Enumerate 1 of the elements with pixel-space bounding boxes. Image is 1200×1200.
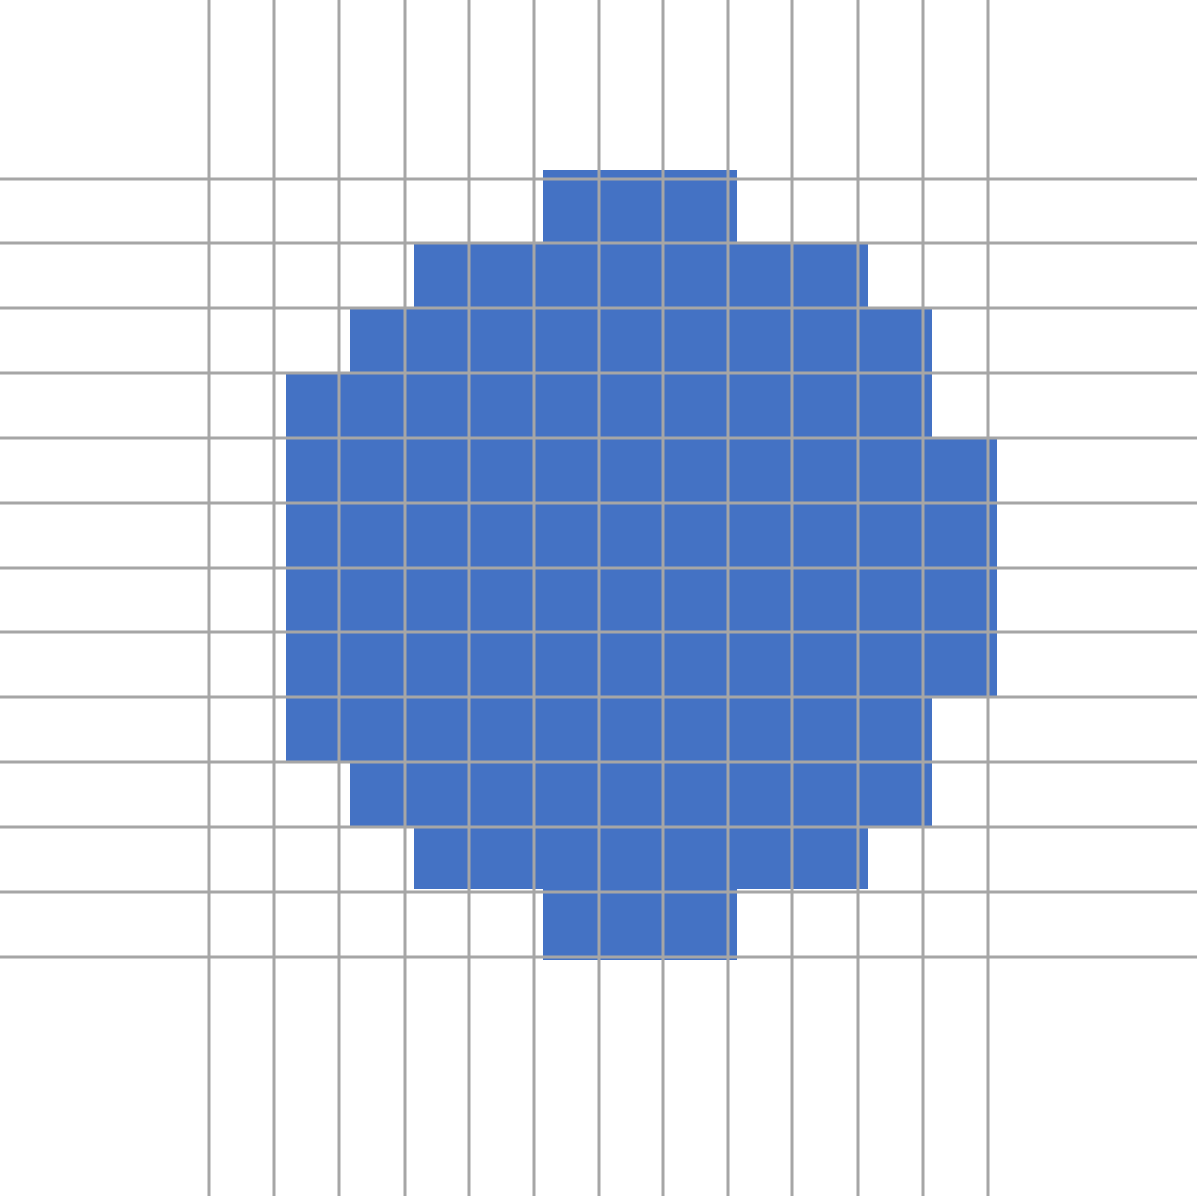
pixelated-circle-drawing [286, 170, 997, 960]
